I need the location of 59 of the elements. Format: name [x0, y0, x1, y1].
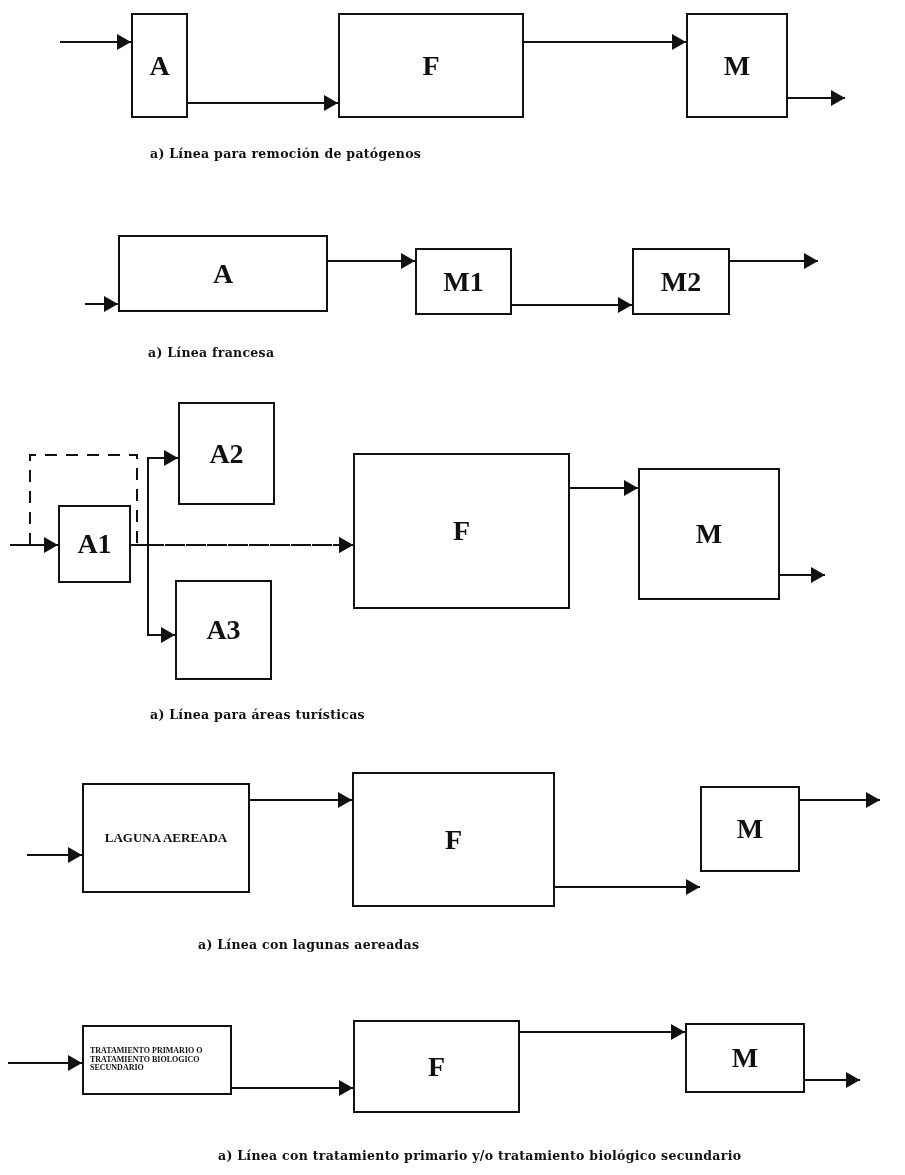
process-box — [353, 453, 570, 609]
process-box — [686, 13, 788, 118]
arrow — [26, 847, 83, 863]
process-box — [638, 468, 780, 600]
box-label: A3 — [206, 615, 241, 645]
box-label: A1 — [77, 529, 112, 559]
box-label: M — [695, 519, 723, 549]
arrow — [787, 90, 846, 106]
arrow — [29, 454, 354, 553]
caption: a) Línea para áreas turísticas — [150, 707, 365, 722]
process-box — [700, 786, 800, 872]
box-label: M — [723, 50, 751, 81]
box-label: F — [422, 50, 440, 81]
caption: a) Línea con tratamiento primario y/o tratamiento biológico secundario — [218, 1148, 742, 1163]
arrow — [7, 1055, 83, 1071]
arrow — [187, 95, 339, 111]
process-box — [178, 402, 275, 505]
arrow — [804, 1072, 861, 1088]
process-box — [632, 248, 730, 315]
arrow — [327, 253, 416, 269]
arrow — [569, 480, 639, 496]
arrow — [511, 297, 633, 313]
box-label: A — [149, 50, 170, 81]
box-label: A2 — [209, 438, 244, 469]
box-label: F — [444, 824, 463, 855]
box-label: M2 — [660, 266, 702, 297]
process-box — [353, 1020, 520, 1113]
box-label: F — [427, 1051, 446, 1082]
caption: a) Línea con lagunas aereadas — [198, 937, 420, 952]
box-label: F — [452, 516, 471, 546]
arrow — [523, 34, 687, 50]
arrow — [231, 1080, 354, 1096]
arrow — [799, 792, 881, 808]
process-box — [415, 248, 512, 315]
process-box — [58, 505, 131, 583]
box-label: TRATAMIENTO PRIMARIO O TRATAMIENTO BIOLOGICO SECUNDARIO — [89, 1047, 204, 1073]
arrow — [59, 34, 132, 50]
arrow — [84, 296, 119, 312]
box-label: M1 — [443, 266, 484, 297]
process-box — [82, 783, 250, 893]
process-box — [685, 1023, 805, 1093]
process-box — [352, 772, 555, 907]
process-box — [82, 1025, 232, 1095]
box-label: M — [731, 1043, 759, 1073]
arrow — [519, 1024, 686, 1040]
caption: a) Línea para remoción de patógenos — [150, 146, 422, 161]
arrow — [779, 567, 826, 583]
arrow — [554, 879, 701, 895]
caption: a) Línea francesa — [148, 345, 275, 360]
arrow — [729, 253, 819, 269]
process-box — [131, 13, 188, 118]
arrow — [9, 537, 59, 553]
box-label: LAGUNA AEREADA — [104, 831, 228, 845]
process-box — [175, 580, 272, 680]
process-box — [338, 13, 524, 118]
arrow — [249, 792, 353, 808]
process-box — [118, 235, 328, 312]
box-label: M — [736, 814, 764, 844]
box-label: A — [212, 258, 234, 289]
